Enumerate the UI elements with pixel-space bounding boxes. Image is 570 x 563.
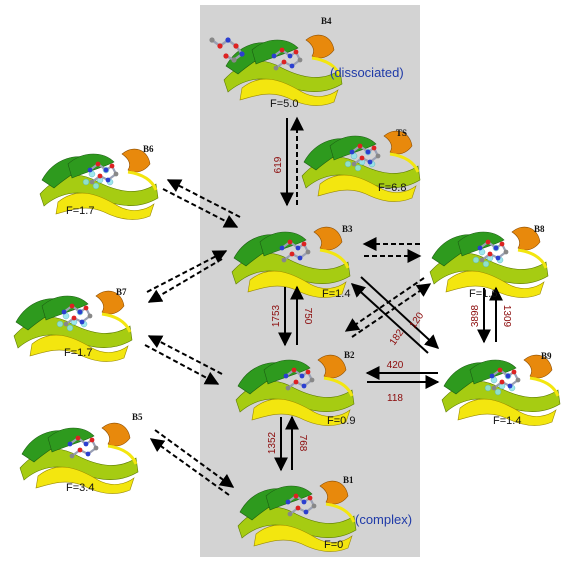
arrow-b9-to-b3 — [350, 283, 429, 354]
ligand-b7 — [61, 303, 93, 327]
state-label-ts: TS — [396, 128, 407, 138]
ligand-b8 — [477, 239, 509, 263]
energy-b3: F=1.4 — [322, 288, 350, 300]
ligand-ts — [349, 143, 381, 167]
ligand-b3 — [279, 239, 311, 263]
rate-b9-b8: 1309 — [501, 305, 512, 328]
protein-structure-ts — [301, 130, 421, 202]
protein-structure-b3 — [231, 226, 351, 298]
protein-structure-b1 — [237, 480, 357, 552]
rate-b2-b1: 1352 — [267, 431, 278, 454]
ligand-b5 — [67, 435, 99, 459]
protein-structure-b6 — [39, 148, 159, 220]
ligand-b9 — [489, 367, 521, 391]
arrow-b3-to-b9 — [360, 276, 440, 349]
arrow-b3-to-b6-dashed — [166, 179, 241, 218]
protein-structure-b5 — [19, 422, 139, 494]
state-label-b4: B4 — [321, 16, 332, 26]
energy-b5: F=3.4 — [66, 482, 94, 494]
protein-structure-b2 — [235, 354, 355, 426]
arrow-b7-to-b3-dashed — [146, 250, 228, 293]
energy-ts: F=6.8 — [378, 182, 406, 194]
state-label-b3: B3 — [342, 224, 353, 234]
rate-b8-b9: 3898 — [470, 304, 481, 327]
ligand-b1 — [285, 493, 317, 517]
state-label-b7: B7 — [116, 287, 127, 297]
energy-b1: F=0 — [324, 539, 343, 551]
ligand-b2 — [283, 367, 315, 391]
energy-b8: F=1.6 — [469, 288, 497, 300]
ligand-b6 — [87, 161, 119, 185]
arrow-b5-to-b1-dashed — [154, 429, 235, 488]
energy-b6: F=1.7 — [66, 205, 94, 217]
protein-structure-b9 — [441, 354, 561, 426]
arrow-b1-to-b5-dashed — [149, 438, 230, 496]
state-label-b5: B5 — [132, 412, 143, 422]
arrow-b6-to-b3-dashed — [162, 188, 239, 228]
rate-b2-b3: 750 — [302, 308, 313, 325]
energy-b9: F=1.4 — [493, 415, 521, 427]
rate-b9-b2: 420 — [387, 360, 404, 371]
state-note-b4: (dissociated) — [330, 65, 404, 80]
arrow-b7-to-b2-dashed — [144, 344, 220, 385]
arrow-b2-to-b7-dashed — [147, 335, 223, 375]
protein-structure-b8 — [429, 226, 549, 298]
ligand-b4 — [271, 47, 303, 71]
energy-b7: F=1.7 — [64, 347, 92, 359]
rate-b3-b2: 1753 — [271, 304, 282, 327]
rate-b1-b2: 768 — [297, 435, 308, 452]
state-note-b1: (complex) — [355, 512, 412, 527]
state-label-b6: B6 — [143, 144, 154, 154]
energy-b4: F=5.0 — [270, 98, 298, 110]
energy-b2: F=0.9 — [327, 415, 355, 427]
rate-b4-b3: 619 — [273, 156, 284, 173]
free-ligand — [209, 37, 245, 63]
protein-structure-b4 — [223, 34, 343, 106]
state-label-b9: B9 — [541, 351, 552, 361]
arrow-b3-to-b7-dashed — [147, 258, 223, 303]
state-label-b8: B8 — [534, 224, 545, 234]
state-label-b1: B1 — [343, 475, 354, 485]
protein-structure-b7 — [13, 290, 133, 362]
state-label-b2: B2 — [344, 350, 355, 360]
rate-b2-b9: 118 — [387, 393, 403, 404]
